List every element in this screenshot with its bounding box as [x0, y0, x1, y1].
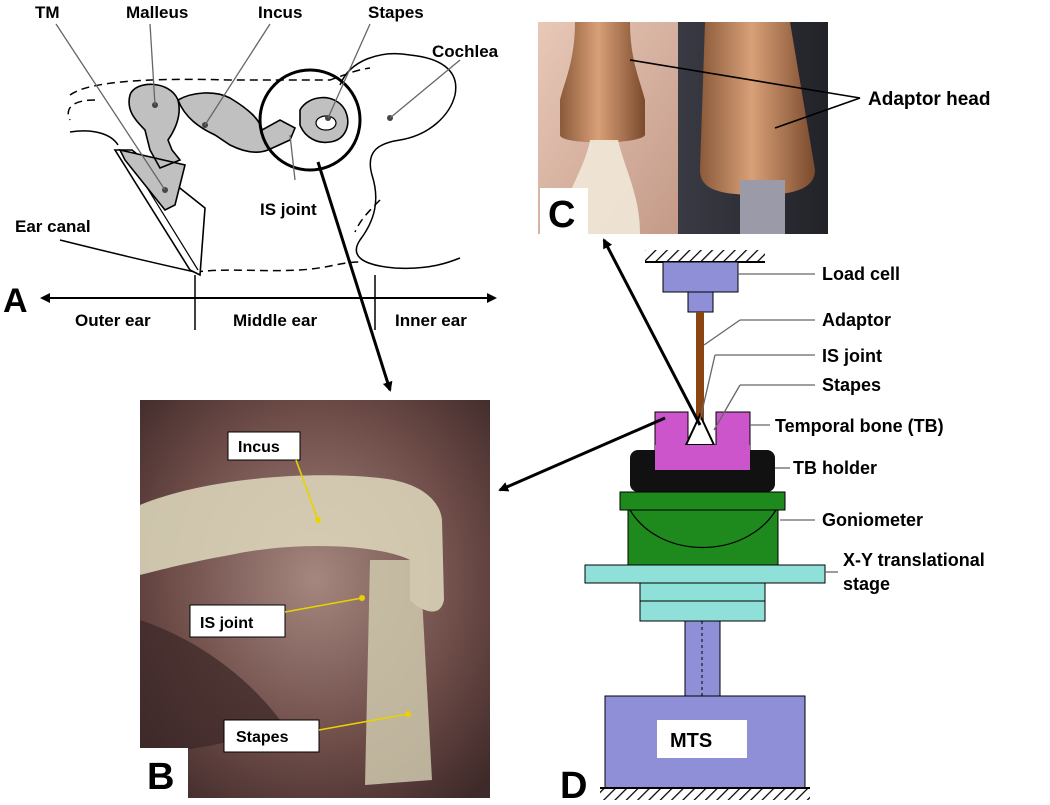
panel-b-letter-box: [140, 748, 188, 798]
panel-letter-b: B: [147, 756, 174, 798]
label-b-is-joint: IS joint: [200, 615, 254, 632]
label-box-stapes: [223, 719, 320, 753]
photo-c-right-adaptor: [700, 22, 815, 195]
b-is-joint-point: [359, 595, 365, 601]
label-middle-ear: Middle ear: [233, 311, 317, 330]
incus-shape: [177, 92, 297, 153]
load-cell-neck: [687, 291, 714, 313]
label-adaptor: Adaptor: [822, 310, 891, 330]
top-support-hatch: [645, 250, 765, 262]
panel-b: Incus IS joint Stapes B: [140, 400, 490, 798]
ear-canal-walls: [59, 130, 196, 273]
label-d-is-joint: IS joint: [822, 346, 882, 366]
label-box-incus: [227, 431, 301, 461]
label-load-cell: Load cell: [822, 264, 900, 284]
temporal-bone-front: [655, 445, 750, 470]
arrow-d-to-b: [498, 416, 666, 492]
c-leader-right: [774, 97, 861, 129]
bottom-support-hatch: [600, 788, 810, 800]
panel-letter-d: D: [560, 765, 587, 805]
goniometer-arc: [629, 509, 777, 548]
photo-c-right-shaft: [740, 180, 785, 234]
panel-c-letter-box: [540, 188, 588, 234]
xy-stage-mid: [639, 582, 766, 602]
label-xy-stage-1: X-Y translational: [843, 550, 985, 570]
inner-ear-outline: [339, 53, 461, 270]
xy-stage-top: [584, 564, 826, 584]
tympanic-membrane: [113, 149, 206, 277]
middle-ear-cavity-outline: [67, 67, 371, 121]
photo-b-incus: [140, 475, 444, 612]
xy-stage-bottom: [639, 600, 766, 622]
mts-label-box: [657, 720, 747, 758]
c-leader-left: [629, 59, 861, 99]
panel-a: TM Malleus Incus Stapes Cochlea Ear cana…: [3, 3, 499, 330]
label-stapes: Stapes: [368, 3, 424, 22]
label-xy-stage-2: stage: [843, 574, 890, 594]
label-outer-ear: Outer ear: [75, 311, 151, 330]
label-incus: Incus: [258, 3, 302, 22]
label-mts: MTS: [670, 730, 712, 752]
label-temporal-bone: Temporal bone (TB): [775, 416, 944, 436]
panel-d: MTS Load cell Adaptor IS joint Stapes Te…: [560, 250, 985, 805]
lower-dashed-outline: [194, 199, 381, 273]
label-b-incus: Incus: [238, 439, 280, 456]
label-adaptor-head: Adaptor head: [868, 89, 990, 110]
is-joint-highlight-circle: [258, 68, 362, 172]
b-stapes-point: [405, 711, 411, 717]
arrow-a-to-b: [316, 161, 393, 392]
label-tm: TM: [35, 3, 60, 22]
label-malleus: Malleus: [126, 3, 188, 22]
b-incus-point: [315, 517, 321, 523]
malleus-shape: [118, 83, 186, 212]
panel-d-leader-lines: [699, 273, 838, 573]
photo-b-stapes: [365, 560, 432, 785]
goniometer-body: [627, 509, 779, 566]
label-goniometer: Goniometer: [822, 510, 923, 530]
label-inner-ear: Inner ear: [395, 311, 467, 330]
label-cochlea: Cochlea: [432, 42, 499, 61]
panel-c: C Adaptor head: [538, 22, 990, 236]
photo-c-left-adaptor: [560, 22, 645, 143]
label-tb-holder: TB holder: [793, 458, 877, 478]
panel-a-leader-lines: [55, 23, 461, 191]
panel-letter-c: C: [548, 194, 575, 236]
label-b-stapes: Stapes: [236, 729, 289, 746]
panel-b-leader-lines: [284, 459, 409, 731]
arrow-d-to-c: [602, 238, 702, 426]
adaptor-rod: [696, 312, 704, 422]
load-cell: [662, 261, 739, 293]
goniometer-top: [619, 491, 786, 511]
label-d-stapes: Stapes: [822, 375, 881, 395]
label-is-joint-a: IS joint: [260, 200, 317, 219]
label-ear-canal: Ear canal: [15, 217, 91, 236]
label-box-is-joint: [189, 604, 286, 638]
panel-letter-a: A: [3, 282, 28, 320]
